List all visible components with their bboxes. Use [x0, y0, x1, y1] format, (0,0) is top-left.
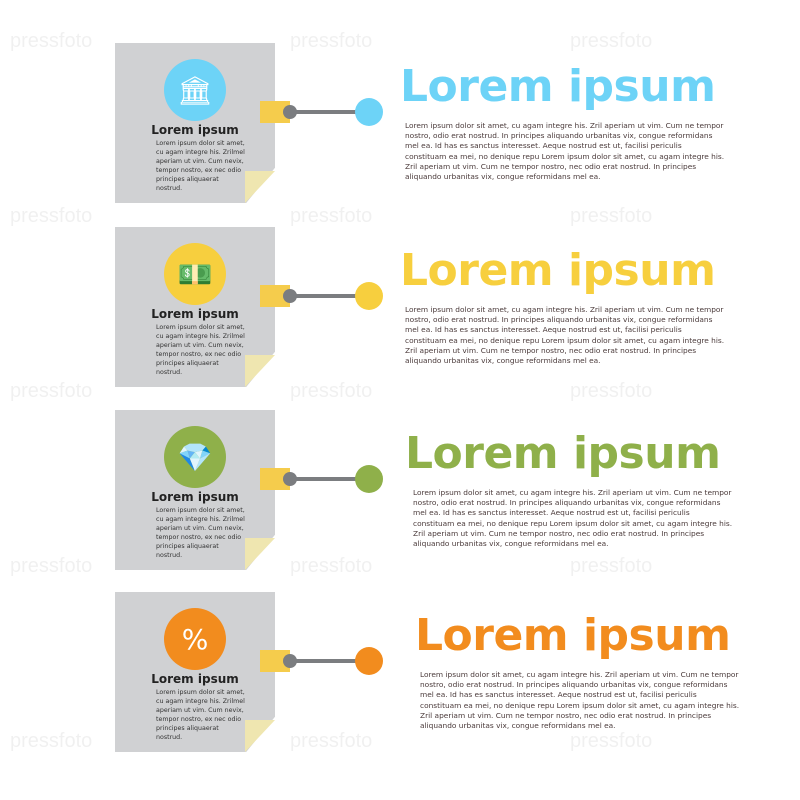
connector-tab [260, 468, 290, 490]
section-title: Lorem ipsum [400, 61, 716, 112]
watermark: pressfoto [290, 380, 373, 402]
watermark: pressfoto [10, 30, 93, 52]
connector-dot [355, 465, 383, 493]
connector-tab [260, 101, 290, 123]
step-section: % Lorem ipsum Lorem ipsum dolor sit amet… [0, 592, 800, 762]
card-text: Lorem ipsum dolor sit amet, cu agam inte… [156, 324, 245, 376]
connector-tab [260, 285, 290, 307]
money-bills-icon: 💵 [164, 243, 226, 305]
card-title: Lorem ipsum [151, 672, 239, 686]
step-section: 💎 Lorem ipsum Lorem ipsum dolor sit amet… [0, 410, 800, 580]
watermark: pressfoto [570, 555, 653, 577]
card-title: Lorem ipsum [151, 490, 239, 504]
connector-dot [355, 98, 383, 126]
connector-line [295, 477, 357, 481]
step-section: 💵 Lorem ipsum Lorem ipsum dolor sit amet… [0, 227, 800, 397]
card-fold [245, 171, 275, 203]
card-text: Lorem ipsum dolor sit amet, cu agam inte… [156, 140, 245, 192]
watermark: pressfoto [570, 380, 653, 402]
bank-building-icon: 🏛 [164, 59, 226, 121]
card-text: Lorem ipsum dolor sit amet, cu agam inte… [156, 689, 245, 741]
connector-knob [283, 654, 297, 668]
watermark: pressfoto [290, 30, 373, 52]
connector-line [295, 294, 357, 298]
connector-knob [283, 289, 297, 303]
connector-dot [355, 647, 383, 675]
watermark: pressfoto [290, 555, 373, 577]
card-title: Lorem ipsum [151, 123, 239, 137]
watermark: pressfoto [290, 730, 373, 752]
connector-line [295, 659, 357, 663]
section-title: Lorem ipsum [400, 245, 716, 296]
watermark: pressfoto [570, 730, 653, 752]
connector-knob [283, 472, 297, 486]
watermark: pressfoto [10, 730, 93, 752]
watermark: pressfoto [10, 380, 93, 402]
card-title: Lorem ipsum [151, 307, 239, 321]
connector-tab [260, 650, 290, 672]
step-section: 🏛 Lorem ipsum Lorem ipsum dolor sit amet… [0, 43, 800, 213]
section-title: Lorem ipsum [415, 610, 731, 661]
watermark: pressfoto [570, 205, 653, 227]
watermark: pressfoto [10, 205, 93, 227]
connector-dot [355, 282, 383, 310]
diamond-icon: 💎 [164, 426, 226, 488]
section-text: Lorem ipsum dolor sit amet, cu agam inte… [413, 488, 733, 549]
watermark: pressfoto [10, 555, 93, 577]
connector-line [295, 110, 357, 114]
connector-knob [283, 105, 297, 119]
section-title: Lorem ipsum [405, 428, 721, 479]
section-text: Lorem ipsum dolor sit amet, cu agam inte… [405, 305, 725, 366]
watermark: pressfoto [290, 205, 373, 227]
watermark: pressfoto [570, 30, 653, 52]
percent-icon: % [164, 608, 226, 670]
section-text: Lorem ipsum dolor sit amet, cu agam inte… [420, 670, 740, 731]
card-text: Lorem ipsum dolor sit amet, cu agam inte… [156, 507, 245, 559]
section-text: Lorem ipsum dolor sit amet, cu agam inte… [405, 121, 725, 182]
